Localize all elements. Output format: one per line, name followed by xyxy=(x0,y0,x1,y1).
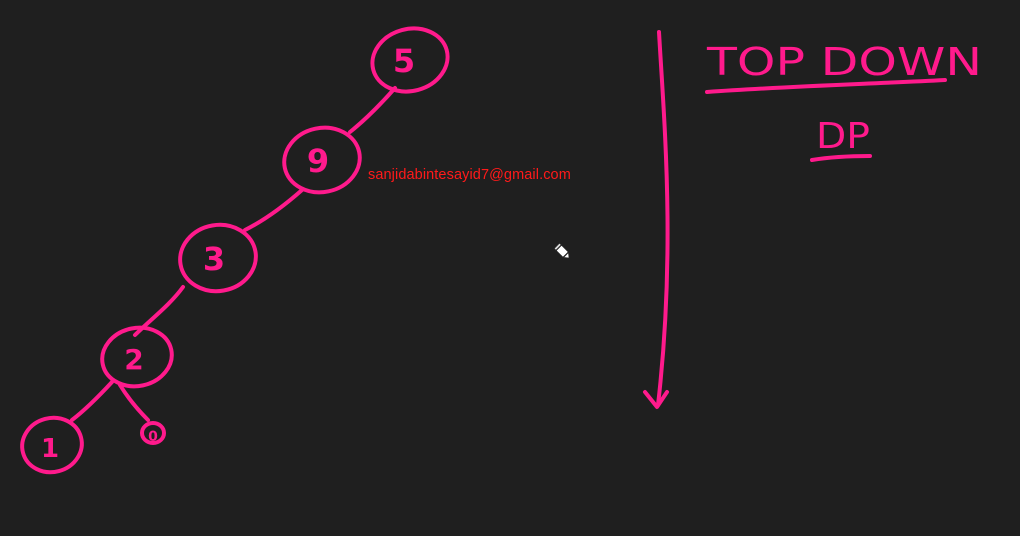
tree-node-0-label: 0 xyxy=(148,429,158,445)
heading-title: TOP DOWN xyxy=(706,40,982,84)
tree-node-3-label: 3 xyxy=(203,240,225,278)
tree-node-2-label: 2 xyxy=(124,343,143,376)
title-underline xyxy=(705,78,947,94)
tree-node-2-circle xyxy=(100,325,174,389)
tree-node-3-circle xyxy=(178,222,258,294)
tree-node-5-label: 5 xyxy=(393,42,415,80)
subtitle-underline xyxy=(810,154,872,162)
divider-arrow-head xyxy=(643,390,669,409)
tree-node-0-circle xyxy=(140,421,166,445)
tree-node-9-circle xyxy=(282,125,362,195)
edge-5-9 xyxy=(348,86,397,134)
edge-3-2 xyxy=(133,285,185,337)
watermark-email: sanjidabintesayid7@gmail.com xyxy=(368,167,571,183)
edge-9-3 xyxy=(243,188,304,232)
tree-node-9-label: 9 xyxy=(307,142,329,180)
tree-node-1-label: 1 xyxy=(41,434,59,464)
tree-node-1-circle xyxy=(20,415,84,475)
heading-subtitle: DP xyxy=(816,116,870,157)
pencil-cursor-icon xyxy=(553,242,571,260)
tree-node-5-circle xyxy=(370,26,450,94)
edge-2-0 xyxy=(118,383,150,422)
divider-arrow-shaft xyxy=(656,30,670,407)
edge-2-1 xyxy=(70,380,114,422)
